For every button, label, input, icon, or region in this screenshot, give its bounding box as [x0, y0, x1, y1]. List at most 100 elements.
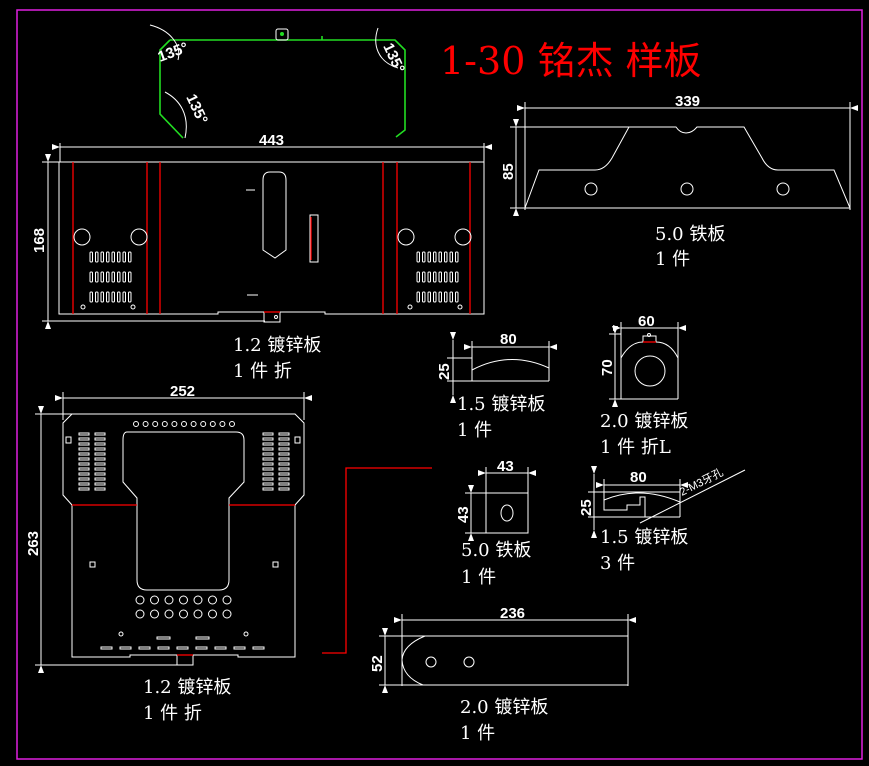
tray-vent — [278, 452, 290, 456]
vent-slot — [444, 291, 448, 303]
tray-slot — [119, 646, 132, 650]
vent-slot — [122, 251, 126, 263]
vent-slot — [444, 271, 448, 283]
tray-hole — [142, 421, 149, 427]
tray-vent — [94, 452, 106, 456]
vent-slot — [128, 291, 132, 303]
trapezoid-plate-height: 85 — [500, 163, 517, 180]
tray-vent — [94, 467, 106, 471]
vent-slot — [89, 271, 93, 283]
vent-slot — [95, 271, 99, 283]
vent-slot — [438, 271, 442, 283]
square-plate-drawing: 43 43 5.0 铁板 1 件 — [455, 458, 536, 588]
tray-vent — [278, 432, 290, 436]
vent-slot — [122, 271, 126, 283]
vent-slot — [433, 271, 437, 283]
vent-slot — [128, 271, 132, 283]
tray-vent — [78, 482, 90, 486]
round-bracket-height: 70 — [599, 359, 616, 376]
vent-slot — [117, 251, 121, 263]
tray-slot — [233, 646, 246, 650]
tray-vent — [94, 437, 106, 441]
tray-vent — [78, 477, 90, 481]
vent-slot — [416, 291, 420, 303]
vent-slot — [117, 271, 121, 283]
round-bracket-width: 60 — [638, 313, 655, 330]
vent-slot — [422, 271, 426, 283]
oblong-cutout — [262, 171, 287, 259]
threaded-strip-height: 25 — [578, 499, 595, 516]
vent-slot — [106, 291, 110, 303]
tray-hole — [229, 421, 235, 427]
vent-slot — [95, 291, 99, 303]
tray-vent — [262, 467, 274, 471]
tray-hole — [200, 421, 207, 427]
tray-vent — [262, 447, 274, 451]
main-panel-material: 1.2 镀锌板 — [233, 335, 321, 356]
vent-slot — [122, 291, 126, 303]
tray-vent — [262, 487, 274, 491]
tray-vent — [278, 447, 290, 451]
tray-hole — [179, 609, 188, 619]
round-bracket-qty: 1 件 折L — [600, 437, 671, 458]
tray-hole — [171, 421, 178, 427]
vent-slot — [422, 291, 426, 303]
vent-slot — [106, 271, 110, 283]
main-panel-height: 168 — [31, 228, 48, 253]
tray-hole — [164, 595, 174, 605]
tray-hole — [135, 609, 145, 619]
tray-vent — [94, 477, 106, 481]
tray-vent — [78, 452, 90, 456]
vent-slot — [455, 291, 459, 303]
tray-vent — [94, 472, 106, 476]
long-strip-qty: 1 件 — [460, 723, 495, 744]
tray-hole — [193, 595, 203, 605]
threaded-strip-drawing: 80 25 2-M3牙孔 1.5 镀锌板 3 件 — [578, 466, 746, 574]
vent-slot — [427, 271, 431, 283]
threaded-strip-material: 1.5 镀锌板 — [600, 527, 688, 548]
vent-slot — [100, 251, 104, 263]
long-strip-drawing: 236 52 2.0 镀锌板 1 件 — [369, 605, 636, 744]
tray-vent — [278, 482, 290, 486]
tray-vent — [78, 442, 90, 446]
tray-slot — [176, 646, 189, 650]
tray-vent — [262, 457, 274, 461]
threaded-strip-width: 80 — [630, 469, 647, 486]
vent-slot — [111, 291, 115, 303]
tray-slot — [157, 646, 170, 650]
tray-vent — [78, 467, 90, 471]
tray-vent — [78, 462, 90, 466]
vent-slot — [89, 291, 93, 303]
vent-slot — [427, 291, 431, 303]
tray-panel-width: 252 — [170, 383, 195, 400]
tray-slot — [214, 646, 227, 650]
tray-vent — [94, 457, 106, 461]
vent-slot — [449, 251, 453, 263]
vent-slot — [416, 271, 420, 283]
angle-label-1: 135° — [156, 39, 191, 66]
tray-vent — [262, 432, 274, 436]
angle-label-2: 135° — [182, 92, 211, 127]
vent-slot — [100, 291, 104, 303]
angle-label-3: 135° — [379, 41, 408, 76]
tray-vent — [94, 462, 106, 466]
trapezoid-plate-qty: 1 件 — [655, 249, 690, 270]
tray-vent — [278, 457, 290, 461]
vent-slot — [438, 251, 442, 263]
leader-line — [322, 467, 432, 654]
vent-slot — [433, 291, 437, 303]
tray-vent — [78, 432, 90, 436]
tray-slot — [195, 646, 208, 650]
tray-hole — [219, 421, 226, 427]
tray-hole — [222, 609, 232, 619]
tray-vent — [278, 467, 290, 471]
profile-tab — [275, 28, 289, 41]
tray-vent — [78, 457, 90, 461]
vent-slot — [106, 251, 110, 263]
vent-slot — [100, 271, 104, 283]
arc-strip-width: 80 — [500, 331, 517, 348]
tray-panel-height: 263 — [25, 531, 42, 556]
square-plate-material: 5.0 铁板 — [461, 540, 531, 561]
threaded-strip-note: 2-M3牙孔 — [677, 466, 725, 499]
vent-slot — [438, 291, 442, 303]
